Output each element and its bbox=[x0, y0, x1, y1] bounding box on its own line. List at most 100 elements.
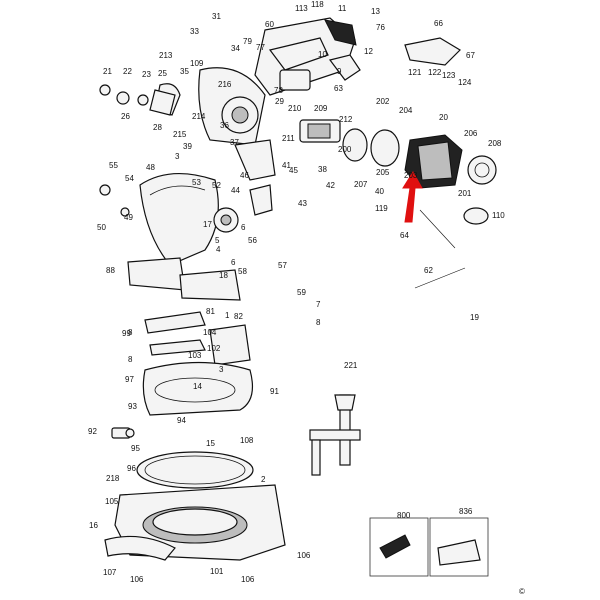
part-label-106b: 106 bbox=[241, 575, 255, 584]
part-label-49: 49 bbox=[124, 213, 133, 222]
part-label-67: 67 bbox=[466, 51, 475, 60]
part-label-96: 96 bbox=[127, 464, 136, 473]
motor-armature-assembly bbox=[299, 37, 497, 189]
part-label-122: 122 bbox=[428, 68, 442, 77]
part-label-48: 48 bbox=[146, 163, 155, 172]
part-label-204: 204 bbox=[399, 106, 413, 115]
part-label-19: 19 bbox=[470, 313, 479, 322]
part-label-40: 40 bbox=[375, 187, 384, 196]
part-label-124: 124 bbox=[458, 78, 472, 87]
part-label-8: 8 bbox=[316, 318, 321, 327]
part-label-16: 16 bbox=[89, 521, 98, 530]
part-label-54: 54 bbox=[125, 174, 134, 183]
part-label-37: 37 bbox=[230, 138, 239, 147]
part-label-212: 212 bbox=[339, 115, 353, 124]
part-label-91: 91 bbox=[270, 387, 279, 396]
part-label-12: 12 bbox=[364, 47, 373, 56]
fence-assembly bbox=[144, 311, 206, 356]
part-label-99: 99 bbox=[122, 329, 131, 338]
part-label-76: 76 bbox=[376, 23, 385, 32]
part-label-8c: 8 bbox=[128, 355, 133, 364]
part-label-6b: 6 bbox=[231, 258, 236, 267]
part-label-60: 60 bbox=[265, 20, 274, 29]
part-label-213: 213 bbox=[159, 51, 173, 60]
part-label-66: 66 bbox=[434, 19, 443, 28]
clamp-assembly bbox=[309, 394, 361, 476]
part-label-57: 57 bbox=[278, 261, 287, 270]
part-label-©: © bbox=[519, 587, 525, 596]
part-label-25: 25 bbox=[158, 69, 167, 78]
part-label-14: 14 bbox=[193, 382, 202, 391]
part-label-6: 6 bbox=[241, 223, 246, 232]
part-label-202: 202 bbox=[376, 97, 390, 106]
part-label-33: 33 bbox=[190, 27, 199, 36]
part-label-34: 34 bbox=[231, 44, 240, 53]
part-label-20: 20 bbox=[439, 113, 448, 122]
part-label-15: 15 bbox=[206, 439, 215, 448]
part-label-8b: 8 bbox=[128, 328, 133, 337]
part-label-214: 214 bbox=[192, 112, 206, 121]
part-label-119: 119 bbox=[375, 204, 388, 213]
part-label-92: 92 bbox=[88, 427, 97, 436]
part-label-31: 31 bbox=[212, 12, 221, 21]
part-label-3b: 3 bbox=[219, 365, 224, 374]
part-label-203: 203 bbox=[404, 171, 418, 180]
part-label-46: 46 bbox=[240, 171, 249, 180]
part-label-123: 123 bbox=[442, 71, 456, 80]
left-side-parts bbox=[99, 84, 176, 217]
part-label-36: 36 bbox=[220, 121, 229, 130]
part-label-55: 55 bbox=[109, 161, 118, 170]
part-label-97: 97 bbox=[125, 375, 134, 384]
part-label-13: 13 bbox=[371, 7, 380, 16]
part-label-10: 10 bbox=[318, 50, 327, 59]
part-label-81: 81 bbox=[206, 307, 215, 316]
accessory-parts bbox=[369, 207, 489, 577]
lower-guard bbox=[139, 172, 273, 266]
handle-assembly bbox=[254, 17, 361, 96]
part-label-800: 800 bbox=[397, 511, 411, 520]
part-label-94: 94 bbox=[177, 416, 186, 425]
part-label-113: 113 bbox=[295, 4, 308, 13]
part-label-18: 18 bbox=[219, 271, 228, 280]
part-label-78: 78 bbox=[274, 86, 283, 95]
part-label-23: 23 bbox=[142, 70, 151, 79]
part-label-221: 221 bbox=[344, 361, 358, 370]
part-label-5: 5 bbox=[215, 236, 220, 245]
part-label-77: 77 bbox=[256, 43, 265, 52]
part-label-107: 107 bbox=[103, 568, 117, 577]
part-label-38: 38 bbox=[318, 165, 327, 174]
part-label-209: 209 bbox=[314, 104, 328, 113]
part-label-2: 2 bbox=[261, 475, 266, 484]
part-label-63: 63 bbox=[334, 84, 343, 93]
part-label-206: 206 bbox=[464, 129, 478, 138]
part-label-216: 216 bbox=[218, 80, 232, 89]
part-label-205: 205 bbox=[376, 168, 390, 177]
part-label-53: 53 bbox=[192, 178, 201, 187]
part-label-121: 121 bbox=[408, 68, 422, 77]
part-label-103: 103 bbox=[188, 351, 202, 360]
part-label-110: 110 bbox=[492, 211, 505, 220]
part-label-35: 35 bbox=[180, 67, 189, 76]
part-label-50: 50 bbox=[97, 223, 106, 232]
part-label-21: 21 bbox=[103, 67, 112, 76]
part-label-208: 208 bbox=[488, 139, 502, 148]
part-label-28: 28 bbox=[153, 123, 162, 132]
part-label-59: 59 bbox=[297, 288, 306, 297]
part-label-22: 22 bbox=[123, 67, 132, 76]
part-label-207: 207 bbox=[354, 180, 368, 189]
part-label-211: 211 bbox=[282, 134, 295, 143]
part-label-9: 9 bbox=[337, 67, 342, 76]
part-label-56: 56 bbox=[248, 236, 257, 245]
part-label-43: 43 bbox=[298, 199, 307, 208]
part-label-104: 104 bbox=[203, 328, 217, 337]
part-label-45: 45 bbox=[289, 166, 298, 175]
base-assembly bbox=[104, 451, 286, 561]
red-arrow bbox=[402, 171, 423, 223]
part-label-11: 11 bbox=[338, 4, 347, 13]
part-label-3: 3 bbox=[175, 152, 180, 161]
part-label-106c: 106 bbox=[297, 551, 311, 560]
part-label-95: 95 bbox=[131, 444, 140, 453]
part-label-52: 52 bbox=[212, 181, 221, 190]
